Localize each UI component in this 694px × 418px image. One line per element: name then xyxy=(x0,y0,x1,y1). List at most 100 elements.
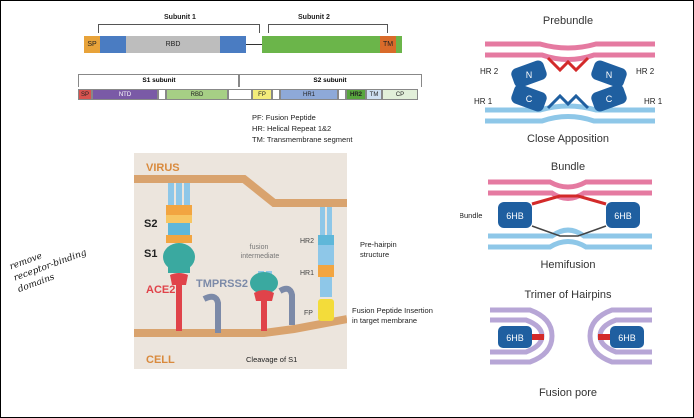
bottom-tm-label: TM xyxy=(369,91,379,98)
spike-left-s2-helix xyxy=(168,223,190,235)
s1-subunit-box: S1 subunit xyxy=(78,74,240,87)
bundle-right-6hb xyxy=(606,202,640,228)
bundle-blue-1 xyxy=(488,227,652,239)
prehairpin-lower xyxy=(320,277,332,297)
bottom-hr1-segment: HR1 xyxy=(280,89,338,100)
s2-label: S2 xyxy=(144,218,157,230)
trimer-stage: Trimer of Hairpins 6HB 6HB Fusion pore xyxy=(490,289,652,399)
spike-left-s1-base xyxy=(168,263,190,273)
spike-left-s2-block-2 xyxy=(166,215,192,223)
tmprss2-left-shape xyxy=(202,293,221,333)
bottom-sp-segment: SP xyxy=(78,89,92,100)
prebundle-right-c-label: C xyxy=(606,94,613,104)
prebundle-right-c-block xyxy=(591,84,627,112)
bundle-blue-2 xyxy=(488,239,652,250)
intermediate-tmprss2 xyxy=(278,285,295,325)
spike-left-stalk-a xyxy=(168,183,174,205)
fp-label: FP xyxy=(304,310,313,317)
subunit1-bracket xyxy=(98,24,260,33)
bundle-side-label: 6 Helix Bundle xyxy=(460,211,482,220)
bottom-tm-segment: TM xyxy=(366,89,382,100)
bottom-cp-label: CP xyxy=(395,91,405,98)
s-subunit-labels: S1 subunit S2 subunit xyxy=(78,74,424,88)
intermediate-ace2-stem xyxy=(261,301,267,331)
prehairpin-stalk-b xyxy=(327,207,332,235)
bottom-sp-label: SP xyxy=(80,91,89,98)
bottom-ntd-segment: NTD xyxy=(92,89,158,100)
s1-subunit-label: S1 subunit xyxy=(142,77,176,84)
ace2-label: ACE2 xyxy=(146,284,175,296)
fusion-intermediate xyxy=(250,271,295,331)
trimer-left-6hb-label: 6HB xyxy=(506,333,524,343)
bottom-gap-3 xyxy=(272,89,280,100)
trimer-right-red xyxy=(598,334,610,340)
prebundle-right-n-block xyxy=(591,60,627,88)
prebundle-hr1-right: HR 1 xyxy=(644,97,663,106)
prebundle-blue-bottom-2 xyxy=(485,114,655,124)
top-rbd-segment: RBD xyxy=(126,36,220,53)
subunit2-bracket xyxy=(268,24,388,33)
ace2-left-head xyxy=(170,273,188,285)
prebundle-red-top xyxy=(546,56,590,73)
intermediate-head xyxy=(250,272,278,294)
top-green-tail xyxy=(396,36,402,53)
s2-subunit-box: S2 subunit xyxy=(238,74,422,87)
legend-hr: HR: Helical Repeat 1&2 xyxy=(252,124,332,133)
prebundle-hr1-left: HR 1 xyxy=(474,97,493,106)
prehairpin-link xyxy=(318,245,334,265)
prehairpin-hr1 xyxy=(318,265,334,277)
virus-label: VIRUS xyxy=(146,162,180,174)
prehairpin-fp xyxy=(318,299,334,321)
bottom-rbd-label: RBD xyxy=(190,91,204,98)
top-blue-segment-1 xyxy=(100,36,126,53)
trimer-right-6hb xyxy=(610,326,644,348)
fp-insertion-annotation: Fusion Peptide Insertion in target membr… xyxy=(352,306,433,325)
fusion-intermediate-label: fusion intermediate xyxy=(241,244,280,260)
subunit1-label: Subunit 1 xyxy=(164,14,196,21)
trimer-left-outer xyxy=(490,307,555,365)
prebundle-stage: Prebundle N C N C HR 2 HR 2 HR 1 HR 1 Cl… xyxy=(474,15,663,145)
bundle-title: Bundle xyxy=(551,161,585,173)
tmprss2-left xyxy=(202,293,221,333)
prebundle-left-c-block xyxy=(511,84,547,112)
top-blue-segment-2 xyxy=(220,36,246,53)
bottom-hr2-label: HR2 xyxy=(349,91,362,98)
intermediate-ace2-head xyxy=(254,290,274,301)
top-tm-label: TM xyxy=(382,41,394,48)
ace2-receptor-left xyxy=(170,273,188,331)
bundle-gray-linker xyxy=(531,225,607,237)
fusion-intermediate-line2: intermediate xyxy=(241,253,280,260)
prehairpin-hr2 xyxy=(318,235,334,245)
prebundle-blue-bottom-linker xyxy=(546,93,590,110)
ace2-left-stem xyxy=(176,285,182,331)
top-rbd-label: RBD xyxy=(165,41,181,48)
cell-label: CELL xyxy=(146,354,175,366)
subunit-bracket-row: Subunit 1 Subunit 2 xyxy=(84,14,404,34)
bottom-rbd-segment: RBD xyxy=(166,89,228,100)
prehairpin-annotation: Pre-hairpin structure xyxy=(360,240,397,259)
bottom-fp-label: FP xyxy=(258,91,266,98)
top-green-segment xyxy=(262,36,380,53)
bottom-gap-4 xyxy=(338,89,346,100)
legend-fp: PF: Fusion Peptide xyxy=(252,113,316,122)
trimer-title: Trimer of Hairpins xyxy=(525,289,612,301)
prebundle-pink-top-2 xyxy=(485,52,655,62)
bottom-fp-segment: FP xyxy=(252,89,272,100)
prebundle-blue-bottom-1 xyxy=(485,103,655,113)
top-tm-segment: TM xyxy=(380,36,396,53)
fusion-mechanism-panel: VIRUS CELL S2 S1 ACE2 TMPRSS2 fusion int… xyxy=(134,153,347,369)
s2-subunit-label: S2 subunit xyxy=(313,77,347,84)
prebundle-left-n-label: N xyxy=(526,70,533,80)
bundle-red-linker xyxy=(531,194,607,206)
prebundle-pink-top-1 xyxy=(485,41,655,51)
top-sp-segment: SP xyxy=(84,36,100,53)
virus-membrane xyxy=(134,175,347,207)
cleavage-label: Cleavage of S1 xyxy=(246,355,298,364)
spike-left-s2-block-1 xyxy=(166,205,192,215)
bundle-stage: Bundle 6HB 6HB 6 Helix Bundle Hemifusion xyxy=(460,161,652,271)
prehairpin-structure xyxy=(318,207,334,321)
top-sp-label: SP xyxy=(87,41,97,48)
bottom-ntd-label: NTD xyxy=(118,91,132,98)
bundle-pink-2 xyxy=(488,190,652,201)
fusion-panel-svg: VIRUS CELL S2 S1 ACE2 TMPRSS2 fusion int… xyxy=(134,162,347,366)
